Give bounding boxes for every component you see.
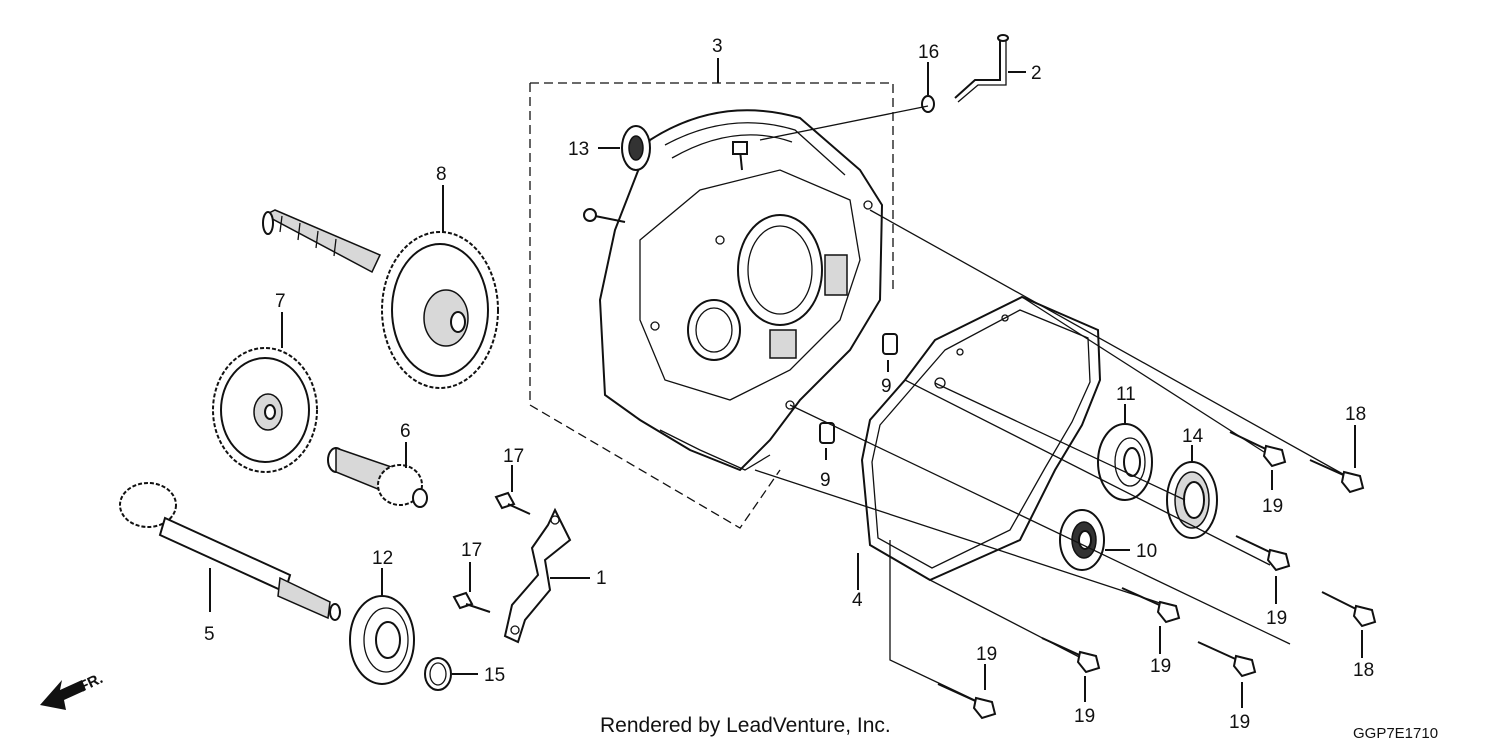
- flange-bolt-19a: [1229, 431, 1287, 490]
- callout-17b: 17: [461, 540, 482, 561]
- callout-1: 1: [596, 568, 607, 589]
- countershaft-gear: [262, 185, 499, 389]
- callout-6: 6: [400, 421, 411, 442]
- breather-tube: [954, 34, 1026, 103]
- bearing-11: [1097, 404, 1153, 501]
- callout-16: 16: [918, 42, 939, 63]
- callout-19a: 19: [1262, 496, 1283, 517]
- case-assembly-bracket: [529, 58, 894, 529]
- flange-bolt-19b: [1235, 535, 1291, 604]
- guide-lines: [754, 209, 1351, 706]
- front-arrow-icon: FR.: [40, 670, 106, 710]
- callout-9b: 9: [820, 470, 831, 491]
- callout-7: 7: [275, 291, 286, 312]
- callout-3: 3: [712, 36, 723, 57]
- bearing-12: [349, 568, 415, 685]
- callout-19d: 19: [1150, 656, 1171, 677]
- flange-bolt-19d: [1197, 641, 1257, 708]
- tube-clip: [759, 62, 935, 141]
- callout-19e: 19: [1074, 706, 1095, 727]
- diagram-code: GGP7E1710: [1353, 725, 1438, 742]
- callout-9a: 9: [881, 376, 892, 397]
- callout-19c: 19: [976, 644, 997, 665]
- callout-4: 4: [852, 590, 863, 611]
- callout-12: 12: [372, 548, 393, 569]
- callout-10: 10: [1136, 541, 1157, 562]
- bracket: [503, 507, 590, 644]
- flange-bolt-19f: [937, 664, 997, 720]
- callout-numbers: 3 16 2 13 8 7 9 11 18 14 6 17 9 19 10 17…: [204, 36, 1374, 733]
- transmission-case-cover: [583, 109, 884, 472]
- front-indicator-label: FR.: [77, 670, 106, 696]
- bearing-10: [1059, 509, 1130, 571]
- callout-18a: 18: [1345, 404, 1366, 425]
- callout-18b: 18: [1353, 660, 1374, 681]
- callout-8: 8: [436, 164, 447, 185]
- circlip-15: [424, 657, 478, 691]
- oil-seal-13: [598, 125, 651, 171]
- callout-19b: 19: [1266, 608, 1287, 629]
- callout-11: 11: [1116, 384, 1136, 405]
- flange-bolt-19c: [1121, 587, 1181, 654]
- callout-15: 15: [484, 665, 505, 686]
- render-credit: Rendered by LeadVenture, Inc.: [600, 714, 891, 737]
- callout-17a: 17: [503, 446, 524, 467]
- final-gear: [212, 312, 318, 473]
- callout-19f: 19: [1229, 712, 1250, 733]
- flange-bolt-18a: [1309, 425, 1365, 494]
- dowel-pins: [819, 333, 898, 460]
- flange-bolt-19e: [1041, 637, 1101, 702]
- callout-5: 5: [204, 624, 215, 645]
- oil-seal-14: [1166, 445, 1218, 539]
- gasket: [857, 295, 1102, 590]
- flange-bolt-18b: [1321, 591, 1377, 658]
- bolt-17b: [452, 562, 491, 613]
- callout-14: 14: [1182, 426, 1204, 447]
- final-shaft: [119, 482, 341, 621]
- callout-2: 2: [1031, 63, 1042, 84]
- drive-pinion: [327, 442, 428, 508]
- callout-13: 13: [568, 139, 589, 160]
- bolt-17a: [494, 465, 531, 515]
